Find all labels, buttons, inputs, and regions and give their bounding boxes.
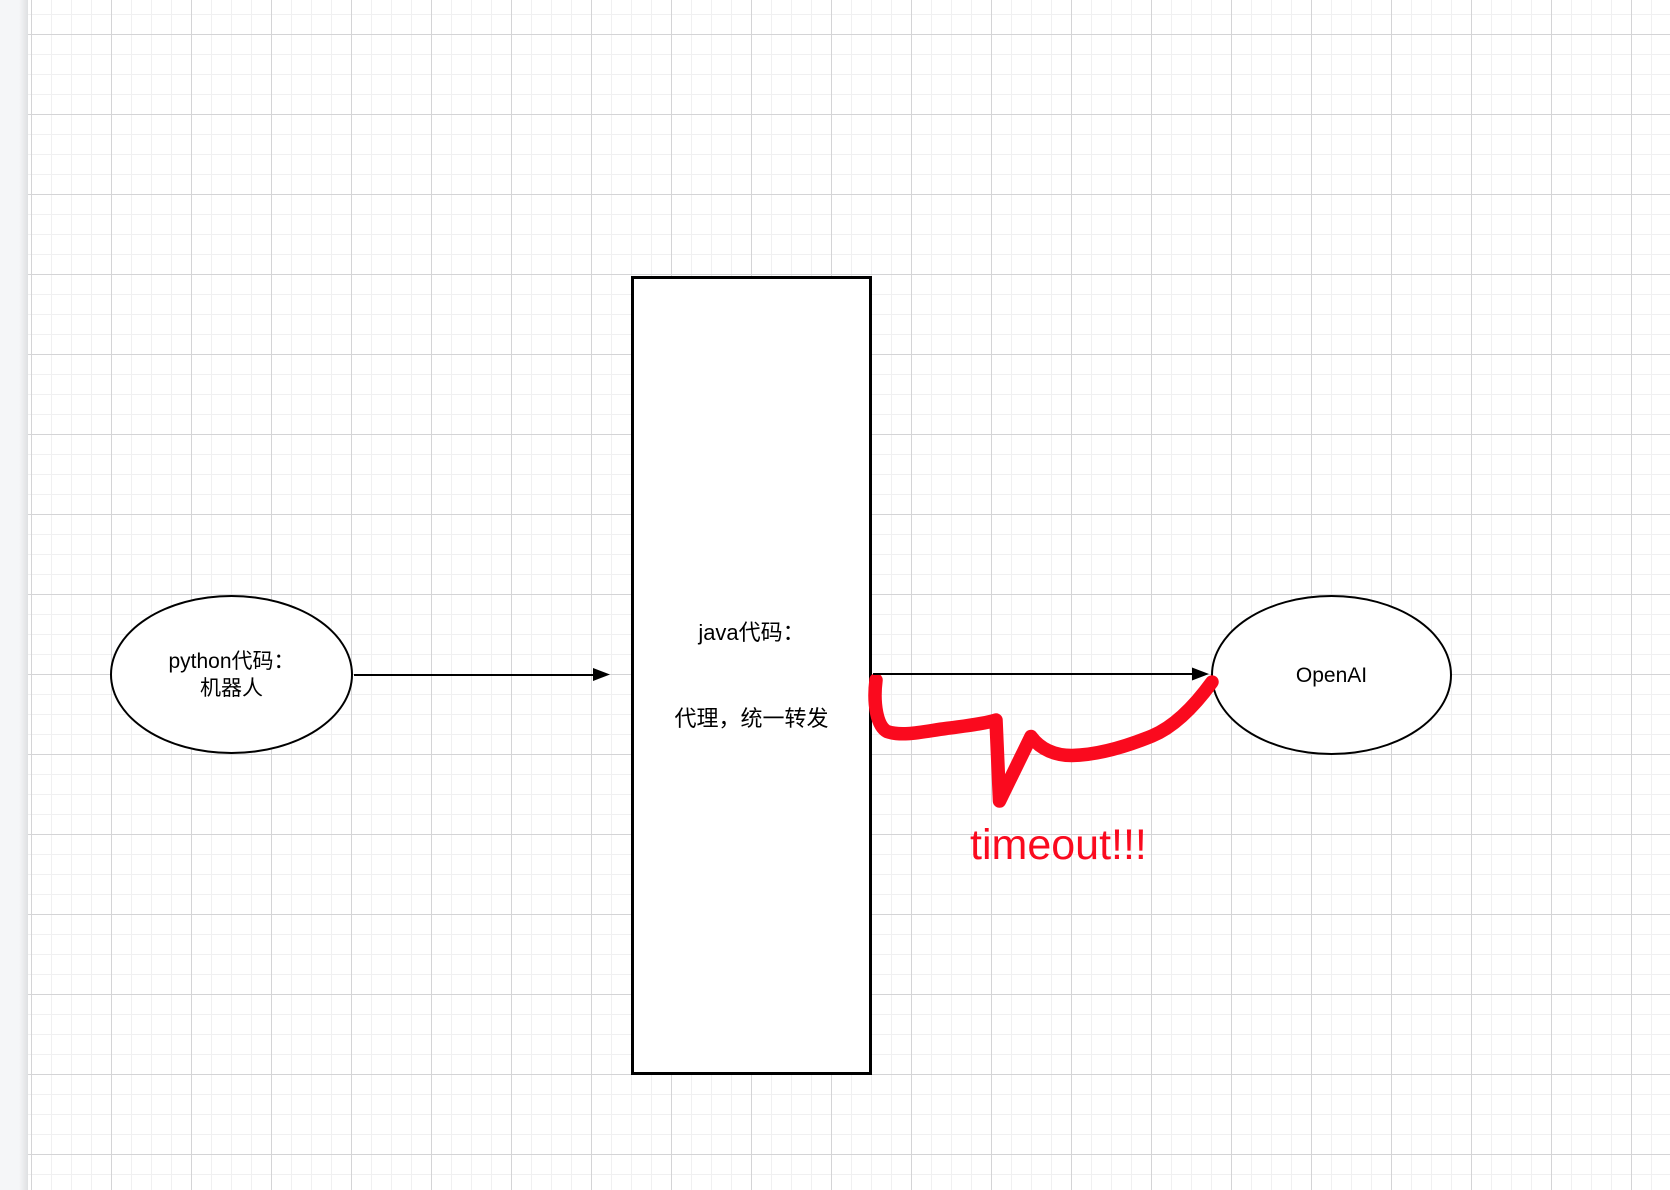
node-openai[interactable]: OpenAI (1211, 595, 1452, 755)
node-python-label: python代码： 机器人 (168, 648, 294, 702)
timeout-annotation-text[interactable]: timeout!!! (970, 821, 1147, 869)
node-java-proxy-label-line1: java代码： (698, 619, 805, 645)
node-python-robot[interactable]: python代码： 机器人 (110, 595, 353, 754)
node-python-label-line1: python代码： (168, 649, 295, 673)
node-openai-label: OpenAI (1295, 663, 1368, 687)
node-python-label-line2: 机器人 (200, 676, 263, 700)
node-java-proxy-label-line2: 代理，统一转发 (674, 705, 829, 731)
node-java-proxy[interactable]: java代码： 代理，统一转发 (631, 276, 872, 1075)
canvas-edge-strip (0, 0, 28, 1190)
